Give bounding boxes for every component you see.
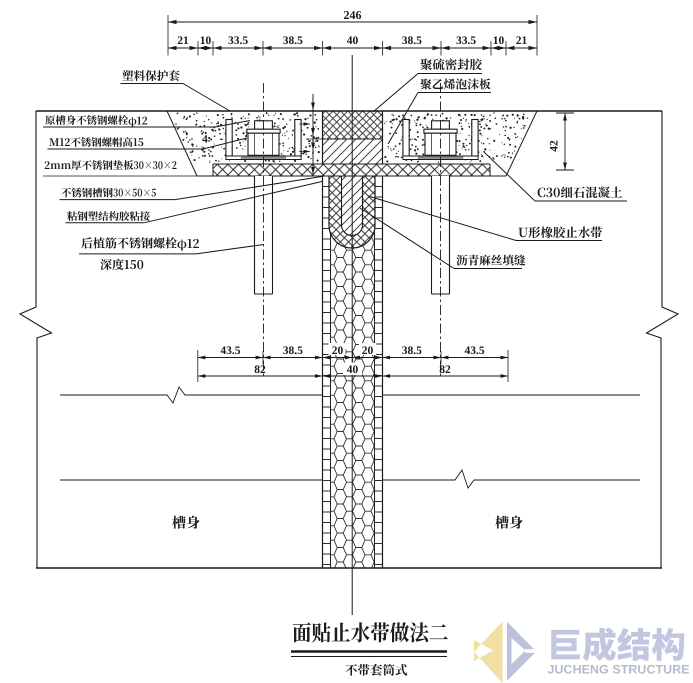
svg-text:42: 42 [549, 140, 561, 152]
svg-text:JUCHENG STRUCTURE: JUCHENG STRUCTURE [548, 663, 690, 677]
svg-text:38.5: 38.5 [402, 35, 422, 47]
svg-text:10: 10 [200, 35, 212, 47]
svg-text:40: 40 [347, 35, 359, 47]
svg-text:33.5: 33.5 [456, 35, 476, 47]
svg-text:38.5: 38.5 [402, 345, 422, 357]
svg-text:38.5: 38.5 [283, 345, 303, 357]
svg-text:40: 40 [347, 364, 359, 376]
svg-text:4: 4 [202, 134, 208, 146]
svg-text:20: 20 [332, 345, 344, 357]
svg-text:10: 10 [493, 35, 505, 47]
svg-text:21: 21 [177, 35, 189, 47]
svg-text:21: 21 [516, 35, 528, 47]
svg-text:33.5: 33.5 [228, 35, 248, 47]
svg-text:82: 82 [254, 364, 266, 376]
svg-text:38.5: 38.5 [283, 35, 303, 47]
svg-text:82: 82 [439, 364, 451, 376]
svg-text:246: 246 [344, 8, 362, 22]
svg-text:20: 20 [362, 345, 374, 357]
svg-text:43.5: 43.5 [220, 345, 240, 357]
svg-text:43.5: 43.5 [464, 345, 484, 357]
